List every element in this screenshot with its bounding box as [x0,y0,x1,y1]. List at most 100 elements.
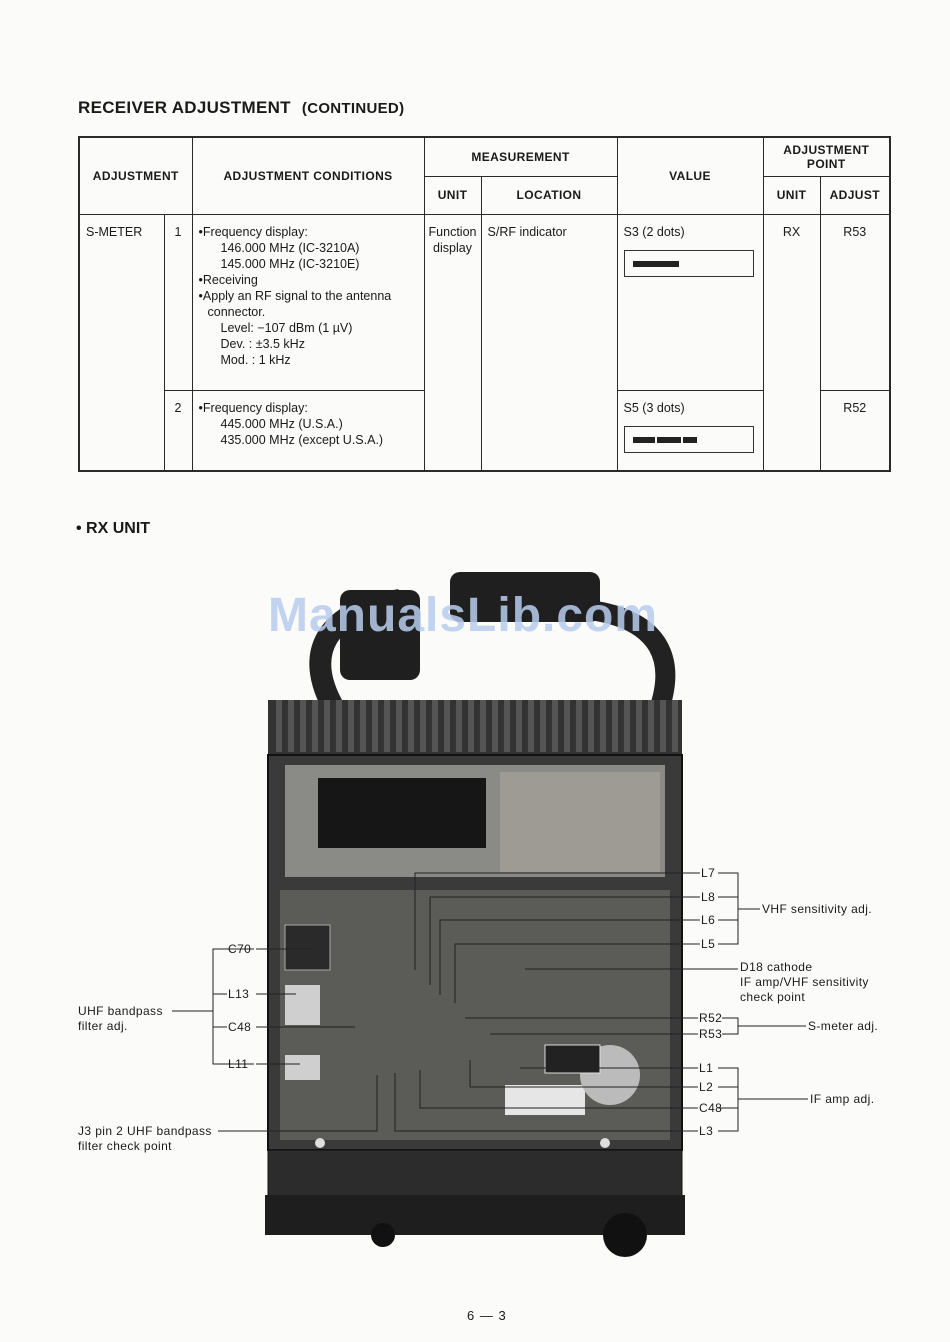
heatsink-fin [408,700,414,752]
adjust-ref: R52 [843,400,867,415]
section-heading-text: RX UNIT [86,520,151,537]
label-l5: L5 [701,937,716,951]
cell-step-2: 2 [163,389,193,472]
label-l11: L11 [228,1057,249,1071]
measure-location: S/RF indicator [487,224,567,239]
step-number: 2 [174,400,182,415]
heatsink-fin [612,700,618,752]
label-l1: L1 [699,1061,714,1075]
measure-unit: Function display [428,224,477,255]
label-line: filter adj. [78,1019,128,1033]
label-l2: L2 [699,1080,714,1094]
condition-line: Frequency display: [199,224,418,240]
label-l3: L3 [699,1124,714,1138]
callout-lines [172,872,808,1132]
condition-line: 146.000 MHz (IC-3210A) [220,240,360,255]
condition-line: 435.000 MHz (except U.S.A.) [220,432,384,447]
heatsink-fin [456,700,462,752]
page-number: 6 — 3 [467,1308,507,1323]
knob [603,1213,647,1257]
cell-measure-location: S/RF indicator [480,213,618,472]
label-l7: L7 [701,866,716,880]
title-main: RECEIVER ADJUSTMENT [78,98,291,117]
condition-line: 145.000 MHz (IC-3210E) [220,256,360,271]
cell-adjust-1: R53 [819,213,891,391]
heatsink-fin [624,700,630,752]
adjustment-name: S-METER [86,224,143,239]
page-title: RECEIVER ADJUSTMENT (CONTINUED) [78,98,404,118]
heatsink-fin [420,700,426,752]
condition-line: connector. [207,304,266,319]
l13-coil [285,985,320,1025]
label-line: filter check point [78,1139,172,1153]
c70-component [284,924,331,971]
heatsink-fin [348,700,354,752]
condition-line: Dev. : ±3.5 kHz [220,336,305,351]
screw [600,1138,610,1148]
screw [315,1138,325,1148]
heatsink-fin [600,700,606,752]
label-c70: C70 [228,942,252,956]
heatsink-fin [384,700,390,752]
cell-value-2: S5 (3 dots) [616,389,764,472]
connector-strip [505,1085,585,1115]
l11-coil [285,1055,320,1080]
label-l6: L6 [701,913,716,927]
cell-adjustment: S-METER [78,213,165,472]
label-j3-check-point: J3 pin 2 UHF bandpass filter check point [78,1124,212,1154]
s-meter-indicator [623,249,754,277]
heatsink-fin [288,700,294,752]
cell-step-1: 1 [163,213,193,391]
heatsink-fin [660,700,666,752]
heatsink [268,700,682,758]
heatsink-fin [396,700,402,752]
cable-boot [340,590,420,680]
heatsink-fin [312,700,318,752]
cell-conditions-1: Frequency display: 146.000 MHz (IC-3210A… [191,213,425,391]
heatsink-fin [480,700,486,752]
label-uhf-bandpass: UHF bandpass filter adj. [78,1004,163,1034]
heatsink-fin [672,700,678,752]
label-if-amp-adj: IF amp adj. [810,1092,875,1106]
ic-chip [544,1044,601,1074]
heatsink-fin [468,700,474,752]
heatsink-fin [444,700,450,752]
meter-dot [654,260,679,267]
cable [588,600,676,724]
step-number: 1 [174,224,182,239]
heatsink-fin [588,700,594,752]
adjustment-table: ADJUSTMENT ADJUSTMENT CONDITIONS MEASURE… [78,136,892,472]
cell-measure-unit: Function display [423,213,482,472]
label-line: J3 pin 2 UHF bandpass [78,1124,212,1138]
heatsink-fin [300,700,306,752]
label-r53: R53 [699,1027,723,1041]
condition-line: Receiving [199,272,418,288]
condition-line: Level: −107 dBm (1 µV) [220,320,353,335]
condition-line: Frequency display: [199,400,418,416]
heatsink-fin [432,700,438,752]
s-meter-indicator [623,425,754,453]
heatsink-fin [636,700,642,752]
header-ap-unit: UNIT [762,175,821,215]
label-c48-left: C48 [228,1020,252,1034]
heatsink-fin [492,700,498,752]
label-vhf-sensitivity: VHF sensitivity adj. [762,902,873,916]
label-s-meter-adj: S-meter adj. [808,1019,879,1033]
cell-conditions-2: Frequency display: 445.000 MHz (U.S.A.) … [191,389,425,472]
heatsink-fin [324,700,330,752]
value-text: S3 (2 dots) [623,224,685,239]
heatsink-fin [336,700,342,752]
relay-block [318,778,486,848]
knob [371,1223,395,1247]
header-value: VALUE [616,136,764,215]
rf-section [500,772,660,872]
adjust-ref: R53 [843,224,867,239]
connector [450,572,600,622]
condition-line: Apply an RF signal to the antenna [199,288,418,304]
heatsink-fin [648,700,654,752]
heatsink-fin [540,700,546,752]
condition-line: Mod. : 1 kHz [220,352,291,367]
meter-dot [656,436,681,443]
header-ap-adjust: ADJUST [819,175,891,215]
